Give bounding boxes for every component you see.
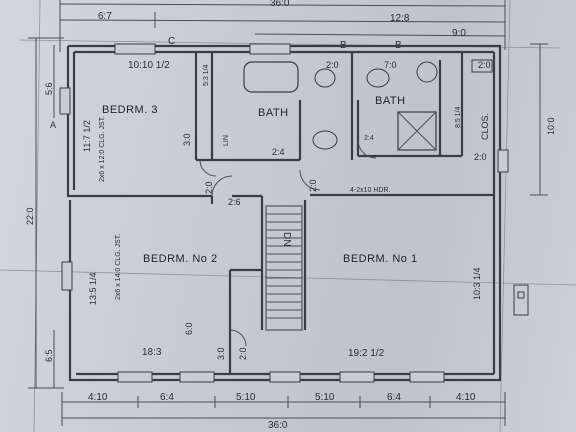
mark-a: A	[50, 120, 56, 130]
bath1-dim-c: 5:3 1/4	[203, 64, 210, 86]
hall-dim-d: 2:0	[308, 179, 318, 192]
mark-c: C	[168, 36, 175, 47]
sink-1	[312, 130, 338, 150]
top-dimension-lines: 36:0 6:7 12:8 9:0 C B B	[59, 0, 506, 52]
dim-bottom-seg2: 6:4	[160, 392, 174, 403]
closet-label: CLOS.	[480, 113, 490, 140]
outlet-symbol	[513, 284, 529, 316]
clos-dim-a: 2:0	[474, 152, 487, 162]
clos-dim-b: 2:0	[238, 347, 248, 360]
hall-dim-a: 2:6	[228, 197, 241, 207]
dim-overall-bottom: 36:0	[268, 420, 288, 431]
door-swings	[199, 139, 377, 347]
right-dimension-lines: 10:0	[530, 43, 556, 196]
bath-dim-a: 2:0	[326, 60, 339, 70]
interior-walls	[194, 52, 494, 374]
bath-dim-b: 7:0	[384, 60, 397, 70]
dim-bottom-seg4: 5:10	[315, 392, 335, 403]
dim-overall-left: 22:0	[25, 207, 35, 225]
dim-bottom-seg3: 5:10	[236, 392, 256, 403]
toilet-1	[314, 68, 336, 88]
bath2-dim: 8:5 1/4	[455, 106, 462, 128]
bath1-lin: LIN	[223, 135, 230, 146]
bedroom1-label: BEDRM. No 1	[343, 253, 418, 265]
bath2-label: BATH	[375, 95, 406, 107]
bedroom3-dim: 11:7 1/2	[82, 120, 92, 152]
bedroom2-label: BEDRM. No 2	[143, 253, 218, 265]
bedroom3-top-dim: 10:10 1/2	[128, 60, 170, 71]
dim-bottom-seg1: 4:10	[88, 392, 108, 403]
bedroom3-joist: 2x6 x 12:0 CLG. JST.	[99, 116, 106, 182]
bedroom2-dim-h: 18:3	[142, 347, 162, 358]
bath1-dim-a: 2:4	[272, 147, 285, 157]
dim-top-right-a: 12:8	[390, 13, 410, 24]
bedroom2-dim-v: 13:5 1/4	[88, 272, 98, 305]
bottom-dimension-lines: 4:10 6:4 5:10 5:10 6:4 4:10 36:0	[61, 392, 506, 431]
bedroom1-dim-h: 19:2 1/2	[348, 348, 385, 359]
bath2-dim-b: 2:4	[364, 135, 374, 142]
bedroom1-header: 4-2x10 HDR.	[350, 187, 391, 194]
bath1-label: BATH	[258, 107, 289, 119]
bedroom1-dim-v: 10:3 1/4	[472, 267, 482, 300]
shower-stall	[397, 111, 437, 151]
sink-2	[366, 68, 390, 88]
closet-shelf	[471, 59, 493, 73]
dim-left-top: 5:6	[44, 82, 54, 95]
bedroom2-closet-dim: 6:0	[184, 322, 194, 335]
dim-left-bottom: 6:5	[44, 349, 54, 362]
left-dimension-lines: 22:0 5:6 A 6:5	[25, 37, 64, 389]
hall-dim-b: 2:0	[204, 181, 214, 194]
bath-dim-c: 2:0	[478, 60, 491, 70]
dim-bottom-seg6: 4:10	[456, 392, 476, 403]
stair-label: DN	[281, 232, 292, 246]
clos-dim-c: 3:0	[216, 347, 226, 360]
bath1-dim-b: 3:0	[182, 133, 192, 146]
dim-overall-top: 36:0	[270, 0, 290, 9]
dim-bottom-seg5: 6:4	[387, 392, 401, 403]
room-labels: BEDRM. 3 11:7 1/2 2x6 x 12:0 CLG. JST. 1…	[82, 60, 491, 360]
bath-fixtures	[243, 59, 493, 151]
bedroom2-joist: 2x6 x 14:0 CLG. JST.	[115, 234, 122, 300]
stair: DN	[265, 205, 303, 331]
toilet-2	[416, 61, 438, 83]
dim-top-right-b: 9:0	[452, 28, 466, 39]
windows	[59, 43, 509, 383]
bedroom3-label: BEDRM. 3	[102, 104, 158, 116]
dim-right-top: 10:0	[546, 117, 556, 135]
bathtub-1	[243, 61, 299, 93]
dim-top-left: 6:7	[98, 11, 112, 22]
